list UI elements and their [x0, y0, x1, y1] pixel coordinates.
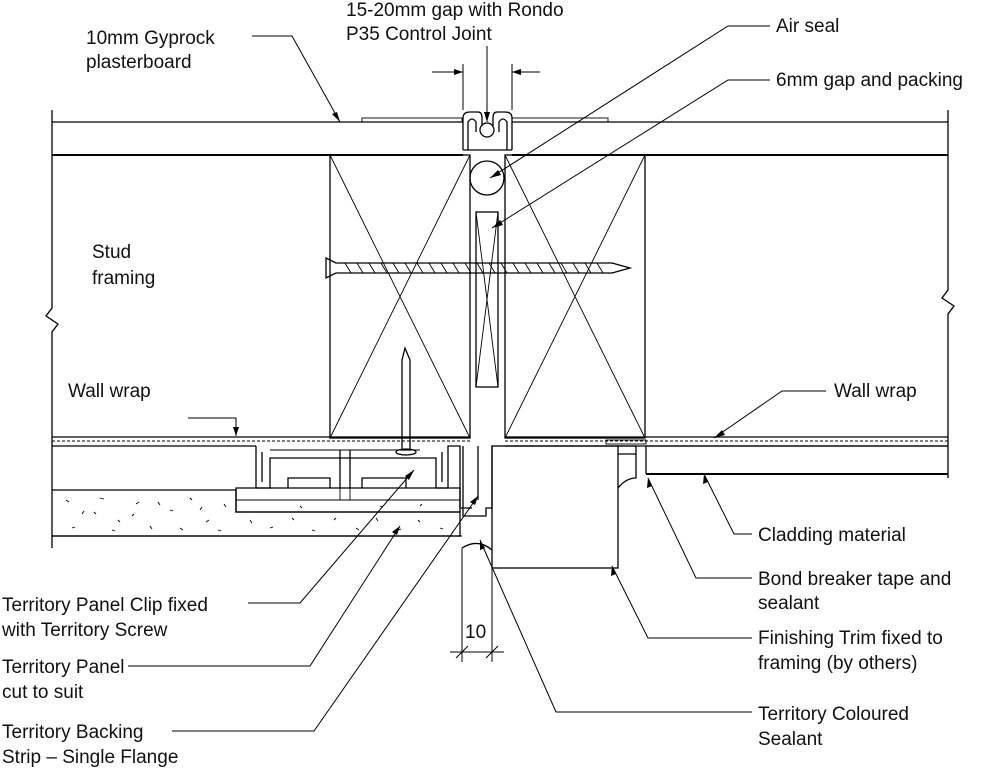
annotation-labels: 10mm Gyprock plasterboard 15-20mm gap wi…	[1, 0, 963, 768]
territory-panel	[52, 489, 462, 537]
label-stud-line1: Stud	[92, 242, 131, 263]
framing-screw	[325, 256, 633, 280]
label-clip-line2: with Territory Screw	[1, 620, 168, 641]
territory-panel-clip	[235, 445, 472, 513]
packing	[475, 211, 499, 388]
territory-screw	[395, 345, 417, 456]
bottom-dimension: 10	[450, 548, 504, 662]
cladding	[605, 439, 948, 475]
label-gyprock-line2: plasterboard	[86, 52, 192, 73]
backing-strip	[462, 446, 493, 517]
leader-lines	[128, 25, 826, 732]
label-clip-line1: Territory Panel Clip fixed	[2, 595, 208, 616]
label-backing-line1: Territory Backing	[2, 722, 144, 743]
control-joint	[462, 111, 513, 151]
label-gap-line2: P35 Control Joint	[346, 24, 492, 45]
label-gap-line1: 15-20mm gap with Rondo	[346, 0, 564, 21]
air-seal-rod	[469, 160, 505, 196]
label-wall-wrap-right: Wall wrap	[834, 381, 917, 402]
label-gap-packing: 6mm gap and packing	[776, 70, 963, 91]
label-stud-line2: framing	[92, 268, 155, 289]
finishing-trim	[491, 445, 637, 569]
label-panel-line2: cut to suit	[2, 682, 84, 703]
dimension-10: 10	[465, 622, 486, 643]
wall-wrap	[52, 436, 948, 447]
right-break-line	[941, 110, 955, 478]
label-air-seal: Air seal	[776, 16, 839, 37]
panel-speckle	[65, 497, 444, 532]
coloured-sealant	[461, 542, 493, 551]
left-break-line	[45, 110, 59, 548]
label-sealant-line2: Sealant	[758, 729, 823, 750]
label-bond-line1: Bond breaker tape and	[758, 569, 951, 590]
label-bond-line2: sealant	[758, 593, 820, 614]
label-gyprock-line1: 10mm Gyprock	[86, 28, 215, 49]
label-backing-line2: Strip – Single Flange	[2, 747, 178, 768]
gap-dimension-arrows	[432, 46, 540, 122]
label-panel-line1: Territory Panel	[2, 657, 125, 678]
stud-right	[504, 154, 646, 439]
label-finishing-line1: Finishing Trim fixed to	[758, 628, 943, 649]
stud-left	[329, 154, 471, 439]
label-cladding: Cladding material	[758, 525, 906, 546]
label-wall-wrap-left: Wall wrap	[68, 381, 151, 402]
label-finishing-line2: framing (by others)	[758, 653, 917, 674]
label-sealant-line1: Territory Coloured	[758, 704, 909, 725]
